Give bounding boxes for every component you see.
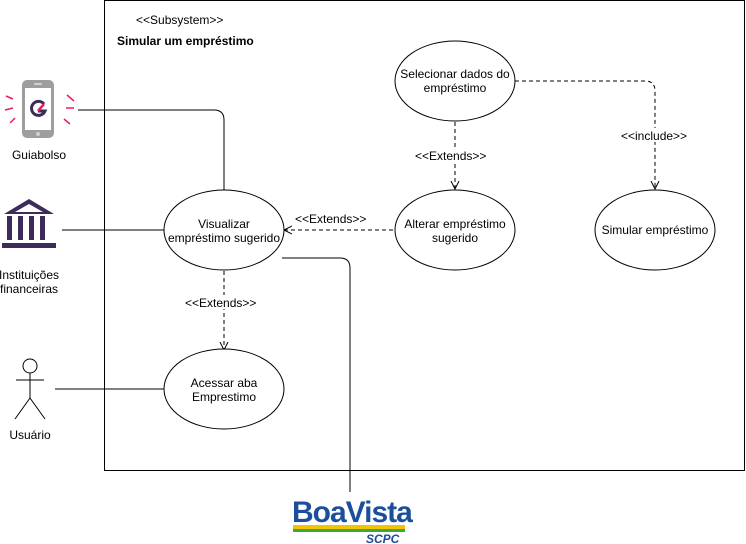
use-case-selecionar[interactable]: Selecionar dados do empréstimo [394,40,516,122]
subsystem-boundary [104,0,745,471]
label-include-selecionar-simular: <<include>> [621,129,687,143]
actor-boavista[interactable]: BoaVista SCPC [292,496,414,544]
use-case-acessar-line2: Emprestimo [192,390,256,404]
use-case-simular-label: Simular empréstimo [602,223,709,237]
boavista-logo: BoaVista SCPC [292,496,414,544]
association-visualizar-boavista [282,257,351,492]
subsystem-title: Simular um empréstimo [117,34,254,48]
use-case-simular[interactable]: Simular empréstimo [594,189,716,271]
use-case-visualizar-line1: Visualizar [198,217,250,231]
actor-instituicoes[interactable]: Instituições financeiras [0,199,59,296]
use-case-alterar-line2: sugerido [432,231,478,245]
phone-icon [4,80,75,138]
use-case-visualizar[interactable]: Visualizar empréstimo sugerido [163,189,285,271]
use-case-visualizar-line2: empréstimo sugerido [168,231,280,245]
stick-figure-icon [14,358,46,420]
actor-instituicoes-label-line1: Instituições [0,268,59,282]
use-case-alterar[interactable]: Alterar empréstimo sugerido [394,189,516,271]
use-case-alterar-line1: Alterar empréstimo [404,217,506,231]
use-case-selecionar-line2: empréstimo [424,81,487,95]
actor-usuario[interactable]: Usuário [9,358,51,442]
association-guiabolso-visualizar [78,109,225,191]
actor-instituicoes-label-line2: financeiras [0,282,58,296]
actor-guiabolso-label: Guiabolso [12,148,66,162]
actor-guiabolso[interactable]: Guiabolso [4,80,75,162]
boavista-logo-text: BoaVista [292,496,413,529]
actor-usuario-label: Usuário [9,428,51,442]
boavista-logo-sub: SCPC [366,532,400,544]
subsystem-stereotype: <<Subsystem>> [136,13,223,27]
bank-icon [2,199,56,248]
use-case-selecionar-line1: Selecionar dados do [400,67,510,81]
use-case-acessar-line1: Acessar aba [191,376,258,390]
label-extends-selecionar-alterar: <<Extends>> [415,149,486,163]
use-case-acessar[interactable]: Acessar aba Emprestimo [163,348,285,430]
label-extends-alterar-visualizar: <<Extends>> [295,212,366,226]
label-extends-visualizar-acessar: <<Extends>> [185,296,256,310]
